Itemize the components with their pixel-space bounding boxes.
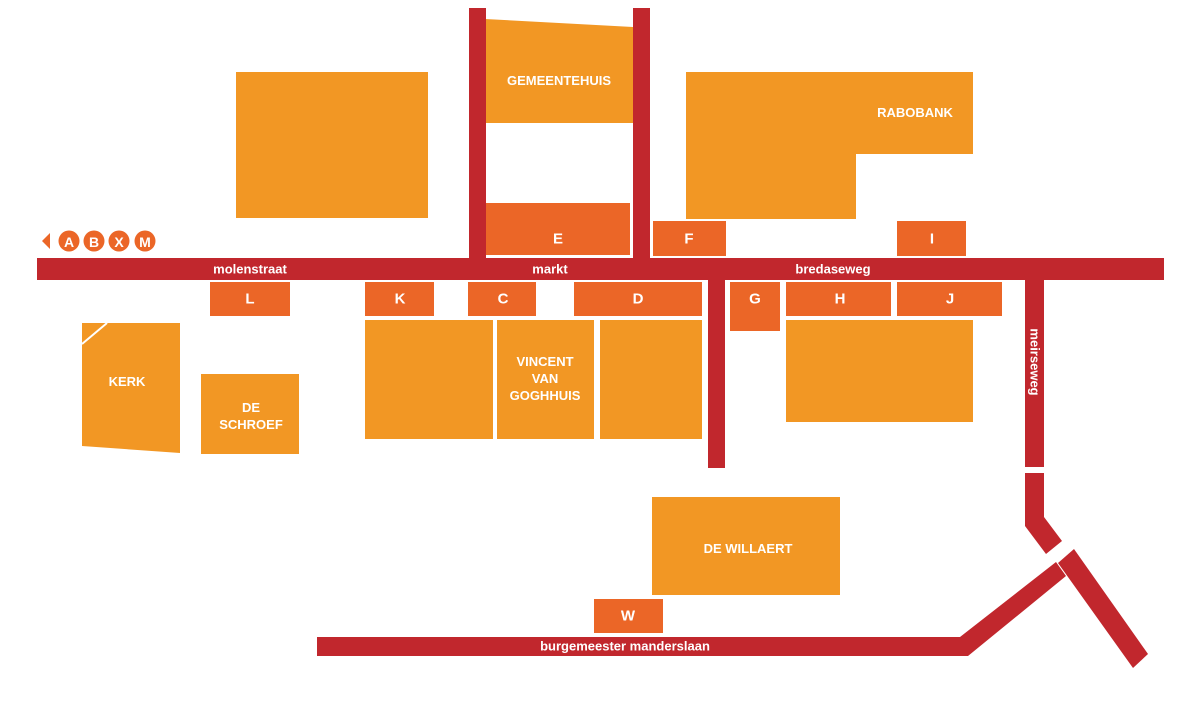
road-label-molenstraat: molenstraat bbox=[213, 262, 287, 277]
road-vertical-left-markt bbox=[469, 8, 486, 266]
building-south-d bbox=[600, 320, 702, 439]
road-vertical-right-markt bbox=[633, 8, 650, 266]
road-meirseweg-lower bbox=[1025, 473, 1062, 554]
stall-w[interactable]: W bbox=[594, 599, 663, 633]
de-schroef-label-line-1: DE bbox=[242, 400, 260, 415]
stall-k[interactable]: K bbox=[365, 282, 434, 316]
de-schroef-label-line-2: SCHROEF bbox=[219, 417, 283, 432]
gemeentehuis-label: GEMEENTEHUIS bbox=[507, 73, 611, 88]
stall-g[interactable]: G bbox=[730, 282, 780, 331]
legend-badge-m-label: M bbox=[139, 234, 151, 250]
stall-w-label: W bbox=[621, 608, 636, 625]
stall-i-label: I bbox=[930, 231, 934, 248]
legend-badge-a-label: A bbox=[64, 234, 74, 250]
road-southeast-diagonal bbox=[1058, 549, 1148, 668]
road-burgemeester-manderslaan bbox=[317, 562, 1066, 656]
stall-c-label: C bbox=[498, 291, 509, 308]
vincent-van-goghhuis-label-line-3: GOGHHUIS bbox=[510, 388, 581, 403]
building-de-willaert bbox=[652, 497, 840, 595]
building-south-h bbox=[786, 320, 973, 422]
road-label-meirseweg: meirseweg bbox=[1028, 328, 1043, 395]
stall-e-label: E bbox=[553, 231, 563, 248]
stall-i[interactable]: I bbox=[897, 221, 966, 256]
legend-badge-x-label: X bbox=[114, 234, 124, 250]
stall-f[interactable]: F bbox=[653, 221, 726, 256]
road-label-markt: markt bbox=[532, 262, 568, 277]
building-kerk bbox=[82, 323, 180, 453]
vincent-van-goghhuis-label-line-1: VINCENT bbox=[516, 354, 573, 369]
legend-badge-m[interactable]: M bbox=[134, 230, 156, 252]
stall-c[interactable]: C bbox=[468, 282, 536, 316]
legend-badge-b-label: B bbox=[89, 234, 99, 250]
stall-j[interactable]: J bbox=[897, 282, 1002, 316]
stall-h-label: H bbox=[835, 291, 846, 308]
stall-f-label: F bbox=[684, 231, 693, 248]
building-gemeentehuis bbox=[485, 19, 633, 123]
rabobank-label: RABOBANK bbox=[877, 105, 953, 120]
road-south-branch bbox=[708, 270, 725, 468]
legend-arrow-left-icon[interactable] bbox=[42, 233, 50, 249]
kerk-corner-line bbox=[81, 322, 108, 345]
stall-d-label: D bbox=[633, 291, 644, 308]
kerk-label: KERK bbox=[109, 374, 146, 389]
road-label-burgemeester-manderslaan: burgemeester manderslaan bbox=[540, 639, 710, 654]
building-vincent-van-goghhuis bbox=[497, 320, 594, 439]
building-rabobank bbox=[686, 72, 973, 219]
stall-g-label: G bbox=[749, 291, 761, 308]
road-meirseweg-upper bbox=[1025, 270, 1044, 467]
stall-l[interactable]: L bbox=[210, 282, 290, 316]
stall-e[interactable]: E bbox=[486, 203, 630, 255]
stall-j-label: J bbox=[946, 291, 954, 308]
stall-d[interactable]: D bbox=[574, 282, 702, 316]
de-willaert-label: DE WILLAERT bbox=[704, 541, 793, 556]
legend-badge-a[interactable]: A bbox=[58, 230, 80, 252]
road-main-horizontal bbox=[37, 258, 1164, 280]
vincent-van-goghhuis-label-line-2: VAN bbox=[532, 371, 558, 386]
stall-h[interactable]: H bbox=[786, 282, 891, 316]
legend-badge-x[interactable]: X bbox=[108, 230, 130, 252]
building-de-schroef bbox=[201, 374, 299, 454]
stall-k-label: K bbox=[395, 291, 406, 308]
legend-badge-b[interactable]: B bbox=[83, 230, 105, 252]
building-south-k bbox=[365, 320, 493, 439]
stall-l-label: L bbox=[245, 291, 254, 308]
road-label-bredaseweg: bredaseweg bbox=[795, 262, 870, 277]
building-northwest bbox=[236, 72, 428, 218]
